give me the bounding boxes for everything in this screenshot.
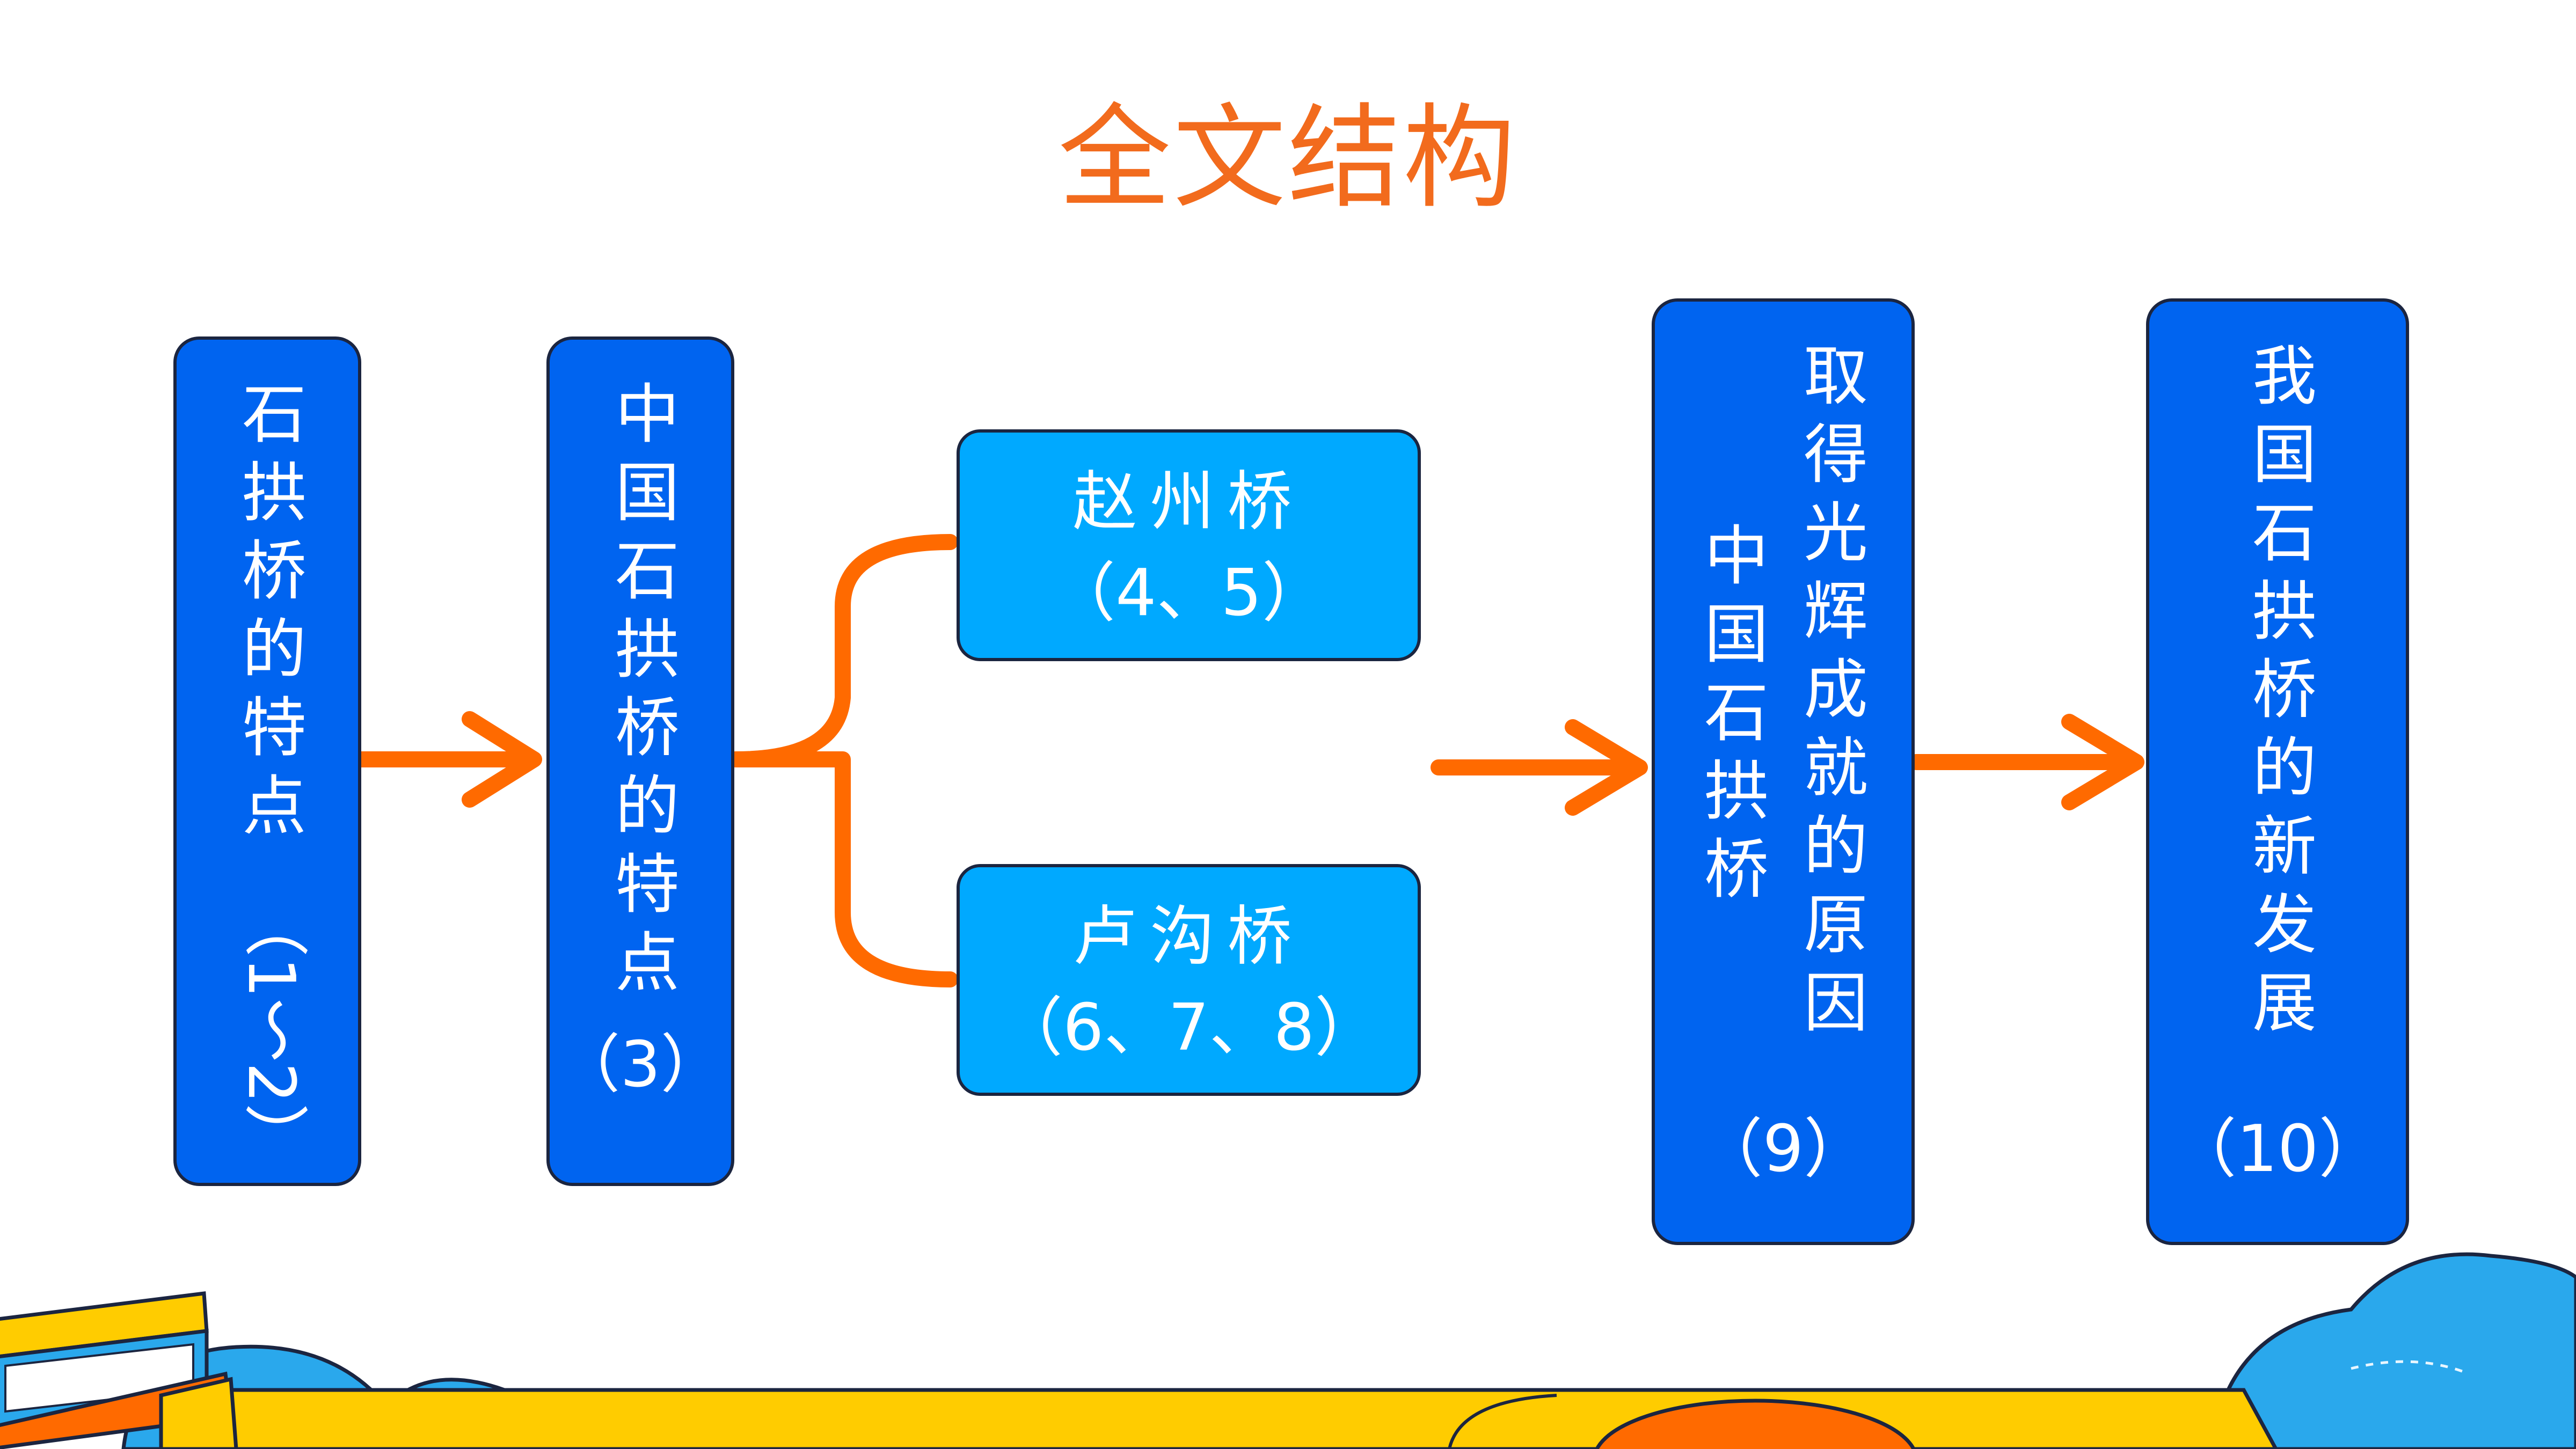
node-reasons: 取得光辉成就的原因 中国石拱桥 （9） bbox=[1652, 298, 1915, 1245]
page-title: 全文结构 bbox=[1058, 92, 1518, 224]
node-zhaozhou: 赵州桥 （4、5） bbox=[957, 429, 1421, 661]
node-features: 中国石拱桥的特点 （3） bbox=[546, 336, 734, 1186]
desk-orange-shape bbox=[1595, 1399, 1916, 1449]
node-zhaozhou-name: 赵州桥 bbox=[1072, 465, 1305, 539]
node-reasons-line-left: 中国石拱桥 bbox=[1693, 522, 1768, 913]
node-lugou-paren: （6、7、8） bbox=[998, 991, 1380, 1065]
node-features-paren: （3） bbox=[557, 1027, 724, 1101]
arrow-intro-to-features bbox=[352, 711, 542, 808]
node-intro: 石拱桥的特点 （1～2） bbox=[173, 336, 361, 1186]
node-intro-text: 石拱桥的特点 bbox=[231, 380, 305, 850]
node-features-text: 中国石拱桥的特点 bbox=[604, 380, 678, 1007]
cloud-right-outline-detail bbox=[2351, 1360, 2470, 1375]
node-zhaozhou-paren: （4、5） bbox=[1051, 556, 1326, 631]
arrow-bridges-to-reasons bbox=[1431, 719, 1648, 816]
desk-yellow bbox=[159, 1388, 2278, 1449]
node-lugou-name: 卢沟桥 bbox=[1072, 899, 1305, 974]
node-reasons-line-right: 取得光辉成就的原因 bbox=[1792, 342, 1867, 1047]
book-stack bbox=[0, 1291, 238, 1449]
node-intro-paren: （1～2） bbox=[233, 892, 308, 1168]
decoration-bottom bbox=[0, 1252, 2576, 1449]
node-development-paren: （10） bbox=[2172, 1112, 2383, 1187]
node-development-text: 我国石拱桥的新发展 bbox=[2241, 342, 2316, 1047]
node-lugou: 卢沟桥 （6、7、8） bbox=[957, 864, 1421, 1096]
brace-features-to-bridges bbox=[727, 534, 958, 987]
node-development: 我国石拱桥的新发展 （10） bbox=[2146, 298, 2409, 1245]
node-reasons-paren: （9） bbox=[1698, 1112, 1869, 1187]
arrow-reasons-to-development bbox=[1908, 714, 2144, 810]
cloud-right bbox=[2209, 1252, 2576, 1449]
